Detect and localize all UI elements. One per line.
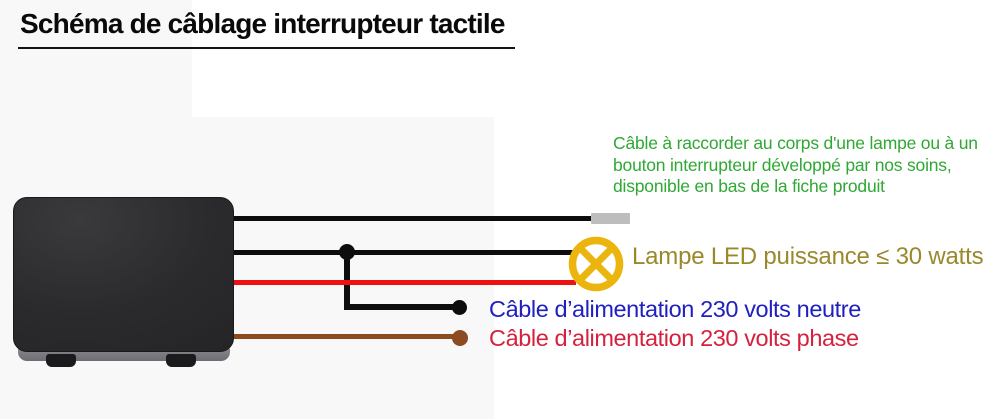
- phase-wire-label: Câble d’alimentation 230 volts phase: [489, 325, 859, 351]
- wire-red-to-lamp: [228, 280, 576, 285]
- neutral-wire-label: Câble d’alimentation 230 volts neutre: [489, 296, 861, 322]
- wire-black-to-connector: [228, 216, 592, 221]
- wire-phase: [228, 334, 456, 339]
- wire-neutral-horizontal: [344, 304, 458, 310]
- connector-note-line3: disponible en bas de la fiche produit: [613, 176, 885, 196]
- connector-note: Câble à raccorder au corps d'une lampe o…: [613, 133, 978, 198]
- grey-connector-tip: [591, 213, 630, 224]
- page-title: Schéma de câblage interrupteur tactile: [18, 8, 515, 49]
- lamp-power-label: Lampe LED puissance ≤ 30 watts: [632, 243, 984, 270]
- wire-phase-tip: [452, 330, 468, 346]
- device-clip-left: [46, 354, 76, 367]
- lamp-symbol-icon: [568, 236, 624, 292]
- device-clip-right: [166, 354, 196, 367]
- connector-note-line1: Câble à raccorder au corps d'une lampe o…: [613, 133, 978, 153]
- touch-switch-module: [13, 197, 234, 352]
- wire-neutral-tip: [452, 300, 467, 315]
- connector-note-line2: bouton interrupteur développé par nos so…: [613, 154, 952, 175]
- wire-black-to-lamp: [228, 250, 576, 255]
